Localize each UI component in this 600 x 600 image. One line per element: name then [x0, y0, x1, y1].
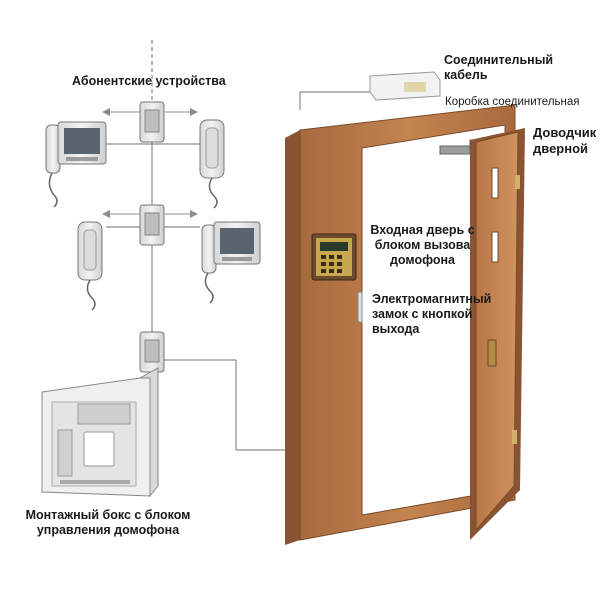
riser-junction-box-1: [139, 101, 165, 143]
em-lock: [357, 291, 363, 323]
mounting-box: [41, 367, 159, 498]
label-subscriber-devices: Абонентские устройства: [72, 74, 226, 88]
riser-junction-box-3: [139, 331, 165, 373]
cable-to-junction: [299, 91, 370, 110]
label-junction-box: Коробка соединительная: [445, 96, 580, 108]
call-panel: [311, 233, 357, 281]
door-leaf: [470, 128, 525, 540]
wiring: [106, 40, 370, 451]
label-entry-door: Входная дверь с блоком вызова домофона: [370, 223, 475, 267]
door-frame: [285, 104, 516, 545]
branch-arrows: [102, 108, 198, 218]
audio-handset-2: [77, 221, 103, 311]
label-mounting-box: Монтажный бокс с блоком управления домоф…: [25, 508, 191, 537]
video-monitor-2: [201, 221, 261, 304]
audio-handset-1: [199, 119, 225, 209]
label-door-closer: Доводчик дверной: [533, 125, 597, 156]
riser-junction-box-2: [139, 204, 165, 246]
label-em-lock: Электромагнитный замок с кнопкой выхода: [372, 292, 492, 336]
connection-junction-box: [369, 71, 441, 101]
video-monitor-1: [45, 121, 107, 208]
label-connection-cable: Соединительный кабель: [444, 53, 554, 82]
